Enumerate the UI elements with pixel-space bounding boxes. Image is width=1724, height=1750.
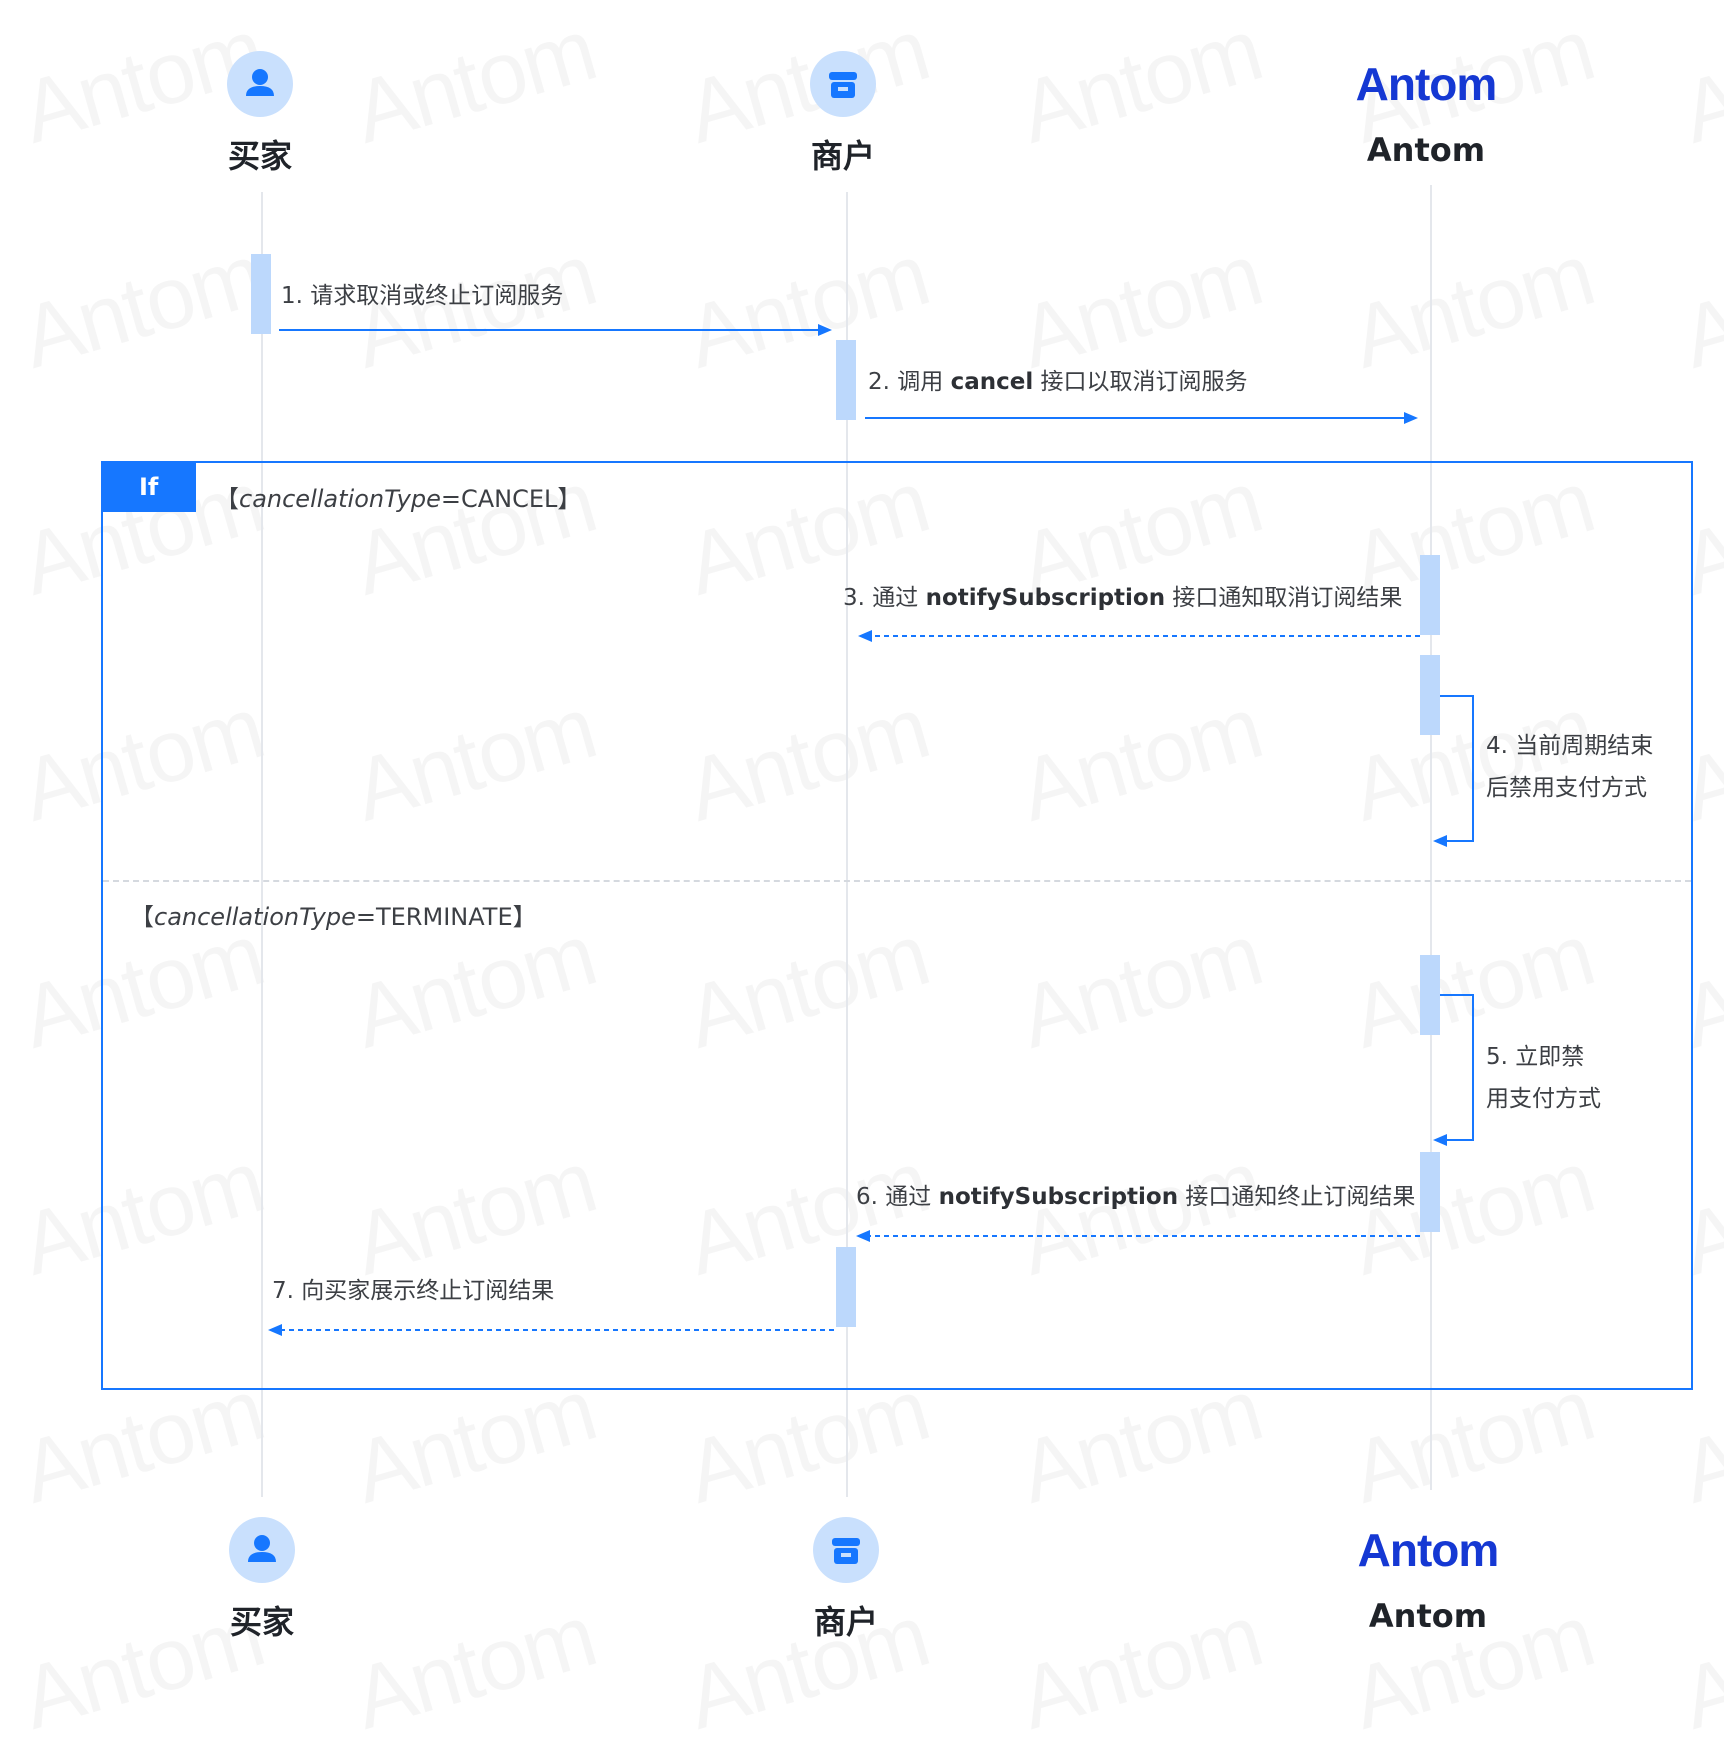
antom-logo: Antom	[1355, 58, 1498, 110]
activation-bar	[1420, 1152, 1440, 1232]
actor-buyer-bottom: 买家	[132, 1517, 392, 1643]
arrowhead	[858, 630, 872, 642]
activation-bar	[836, 340, 856, 420]
merchant-lifeline	[846, 192, 848, 1497]
antom-logo: Antom	[1357, 1524, 1500, 1576]
alt-fragment	[101, 461, 1693, 1390]
activation-bar	[1420, 655, 1440, 735]
message-5-arrow	[1440, 994, 1474, 1141]
actor-antom-top: Antom Antom	[1296, 51, 1556, 169]
arrowhead	[1433, 1134, 1447, 1146]
arrowhead	[1433, 835, 1447, 847]
message-arrows	[268, 324, 1474, 1336]
activation-bar	[1420, 555, 1440, 635]
arrowhead	[268, 1324, 282, 1336]
actor-merchant-top: 商户	[713, 51, 973, 177]
user-icon	[229, 1517, 295, 1583]
fragment-operator-tab: If	[101, 461, 196, 512]
store-icon	[813, 1517, 879, 1583]
buyer-lifeline	[261, 192, 263, 1497]
store-icon	[810, 51, 876, 117]
guard-terminate: 【cancellationType=TERMINATE】	[130, 903, 537, 931]
message-4-arrow	[1440, 695, 1474, 842]
activation-bar	[1420, 955, 1440, 1035]
user-icon	[227, 51, 293, 117]
fragment-divider	[103, 880, 1691, 882]
actor-name: 买家	[229, 1603, 294, 1641]
actor-name: 商户	[810, 137, 875, 175]
arrowhead	[1404, 412, 1418, 424]
sequence-diagram: AntomAntomAntomAntomAntomAntomAntomAntom…	[101, 51, 1693, 1643]
antom-lifeline	[1430, 185, 1432, 1490]
actor-name: 买家	[227, 137, 292, 175]
guard-cancel: 【cancellationType=CANCEL】	[215, 485, 582, 513]
message-4-label: 4. 当前周期结束 后禁用支付方式	[1486, 733, 1654, 801]
actor-antom-bottom: Antom Antom	[1298, 1517, 1558, 1635]
arrowhead	[856, 1230, 870, 1242]
message-1-label: 1. 请求取消或终止订阅服务	[281, 283, 564, 309]
arrowhead	[818, 324, 832, 336]
message-2-label: 2. 调用 cancel 接口以取消订阅服务	[868, 369, 1248, 395]
message-5-label: 5. 立即禁 用支付方式	[1486, 1044, 1601, 1112]
actor-buyer-top: 买家	[130, 51, 390, 177]
actor-name: 商户	[813, 1603, 878, 1641]
message-7-label: 7. 向买家展示终止订阅结果	[272, 1278, 555, 1304]
activation-bar	[836, 1247, 856, 1327]
message-6-label: 6. 通过 notifySubscription 接口通知终止订阅结果	[856, 1184, 1416, 1210]
actor-merchant-bottom: 商户	[716, 1517, 976, 1643]
actor-name: Antom	[1366, 131, 1486, 169]
actor-name: Antom	[1368, 1597, 1488, 1635]
activation-bar	[251, 254, 271, 334]
message-3-label: 3. 通过 notifySubscription 接口通知取消订阅结果	[843, 585, 1403, 611]
